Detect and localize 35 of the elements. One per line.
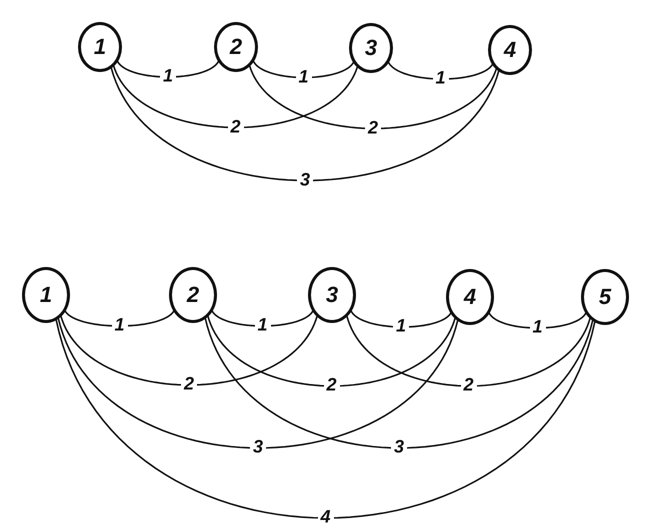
node-number: 1	[40, 284, 52, 306]
node-number: 4	[464, 286, 476, 308]
connector-line	[207, 315, 456, 387]
connector-line	[116, 60, 220, 78]
connector-line	[57, 318, 459, 449]
connector-line	[346, 315, 591, 387]
connector-line	[248, 65, 498, 130]
connector-line	[64, 310, 175, 327]
node-circle	[349, 23, 393, 73]
connector-line	[110, 67, 500, 182]
node-circle	[169, 267, 217, 323]
node-number: 4	[504, 39, 516, 61]
connector-line	[204, 318, 594, 449]
node-number: 3	[364, 37, 378, 59]
connector-line	[60, 315, 318, 386]
connector-line	[252, 60, 354, 78]
node-number: 2	[186, 284, 200, 306]
connector-line	[112, 65, 358, 128]
connector-line	[55, 319, 596, 519]
connector-line	[388, 61, 494, 80]
node-circle	[446, 269, 494, 325]
node-circle	[22, 267, 70, 323]
node-circle	[488, 25, 532, 75]
node-number: 5	[598, 286, 612, 308]
connector-line	[350, 310, 452, 328]
node-circle	[214, 22, 258, 72]
connector-line	[488, 312, 587, 329]
node-number: 2	[230, 36, 242, 58]
node-number: 1	[94, 36, 106, 58]
node-circle	[308, 267, 356, 323]
node-circle	[78, 22, 122, 72]
node-circle	[581, 269, 629, 325]
edge-label: 3	[297, 170, 313, 189]
connector-line	[211, 310, 314, 327]
node-number: 3	[326, 284, 338, 306]
